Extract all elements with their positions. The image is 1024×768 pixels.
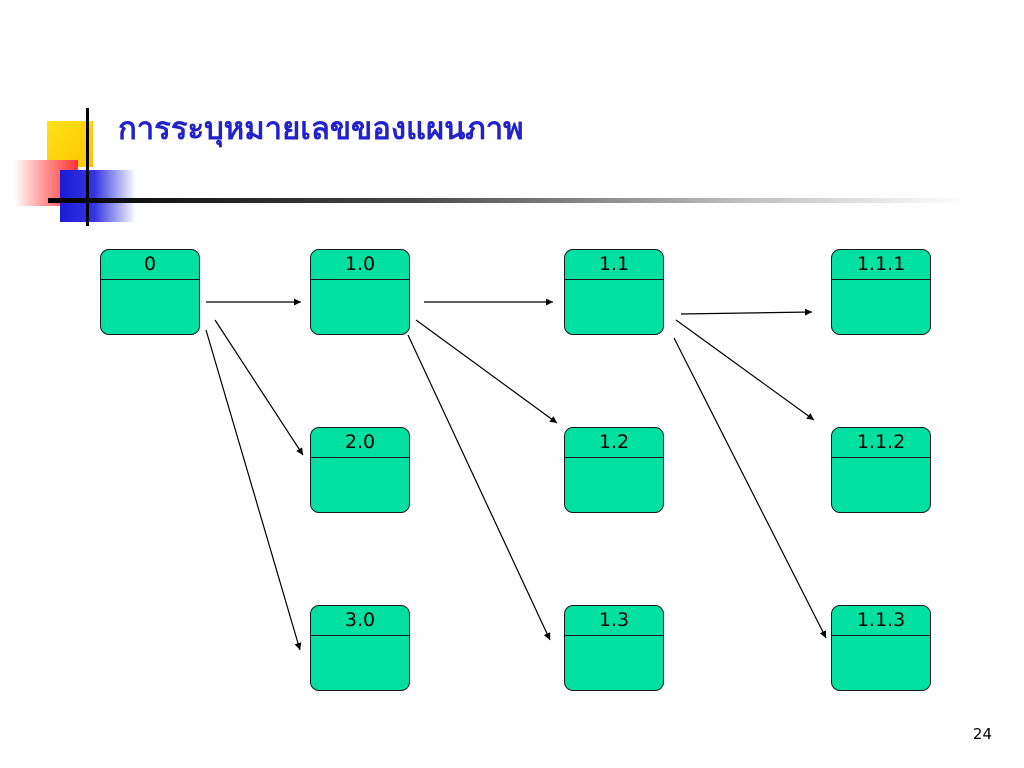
title-underline <box>48 198 968 203</box>
decor-vertical-line <box>86 108 89 226</box>
process-id: 0 <box>101 250 199 280</box>
process-box-2-0: 2.0 <box>310 427 410 513</box>
edge-0-to-2.0 <box>214 319 304 456</box>
edge-1.0-to-1.3 <box>407 334 551 641</box>
process-id: 2.0 <box>311 428 409 458</box>
slide-title: การระบุหมายเลขของแผนภาพ <box>118 111 524 147</box>
process-id: 1.3 <box>565 606 663 636</box>
process-box-1-2: 1.2 <box>564 427 664 513</box>
edge-1.1-to-1.1.2 <box>675 319 815 421</box>
edge-1.1-to-1.1.1 <box>680 308 813 316</box>
process-box-1-3: 1.3 <box>564 605 664 691</box>
process-id: 1.1.1 <box>832 250 930 280</box>
process-id: 1.2 <box>565 428 663 458</box>
process-box-1-1-1: 1.1.1 <box>831 249 931 335</box>
edge-1.1-to-1.1.3 <box>673 337 827 639</box>
process-box-1-0: 1.0 <box>310 249 410 335</box>
process-box-0: 0 <box>100 249 200 335</box>
page-number: 24 <box>972 725 992 743</box>
edge-0-to-3.0 <box>205 329 302 651</box>
process-id: 1.1.3 <box>832 606 930 636</box>
process-id: 3.0 <box>311 606 409 636</box>
process-box-1-1-3: 1.1.3 <box>831 605 931 691</box>
process-id: 1.0 <box>311 250 409 280</box>
process-box-1-1: 1.1 <box>564 249 664 335</box>
decor-yellow-square <box>47 121 93 167</box>
process-box-3-0: 3.0 <box>310 605 410 691</box>
process-box-1-1-2: 1.1.2 <box>831 427 931 513</box>
decor-blue-square <box>60 170 136 222</box>
process-id: 1.1 <box>565 250 663 280</box>
edge-1.0-to-1.2 <box>415 319 558 424</box>
process-id: 1.1.2 <box>832 428 930 458</box>
